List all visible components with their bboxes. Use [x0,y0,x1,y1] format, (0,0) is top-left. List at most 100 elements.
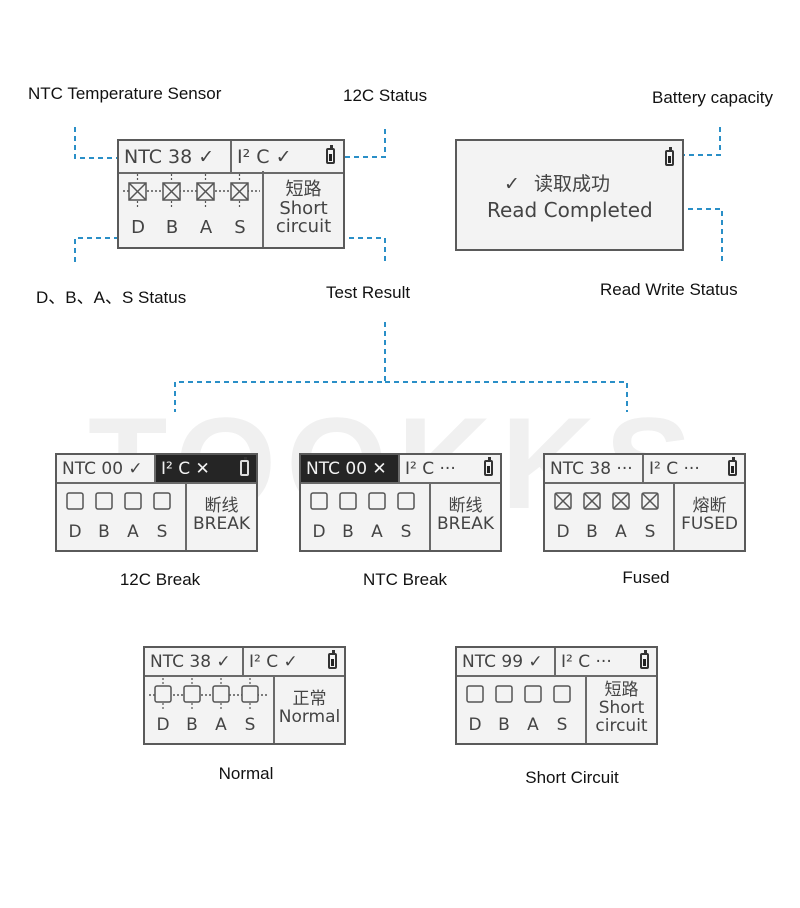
pin-b-square [339,492,357,510]
caption-ntc-break: NTC Break [362,570,448,589]
read-write-status-label: Read Write Status [600,280,738,299]
result-en-line1: Short [279,197,328,219]
ntc-reading: NTC 38 ··· [545,455,644,482]
pin-a-square [368,492,386,510]
i2c-reading: I² C ✕ [156,455,256,482]
pin-squares [310,492,415,510]
pin-label-b: B [186,715,198,735]
test-result-cell: 断线 BREAK [429,482,500,550]
pin-label-s: S [556,715,568,735]
pin-squares [466,685,571,703]
result-cn: 断线 [204,496,239,517]
pin-label-d: D [468,715,482,735]
i2c-reading: I² C ✓ [244,648,344,675]
battery-capacity-label: Battery capacity [652,88,773,107]
result-cn: 熔断 [692,496,727,517]
pin-label-b: B [586,522,598,542]
pin-label-b: B [165,217,179,238]
pin-label-s: S [244,715,256,735]
pin-label-s: S [644,522,656,542]
pin-label-b: B [498,715,510,735]
pin-squares [149,678,268,710]
pin-a-square [124,492,142,510]
ntc-sensor-label: NTC Temperature Sensor [28,84,222,103]
main-display-panel: NTC 38 ✓ I² C ✓ [117,139,345,249]
pin-label-a: A [127,522,139,542]
pin-label-d: D [556,522,570,542]
battery-icon [240,457,249,476]
i2c-reading: I² C ··· [644,455,744,482]
battery-icon [484,457,493,476]
caption-i2c-break: 12C Break [119,570,201,589]
pin-b-square [95,492,113,510]
caption-normal: Normal [218,764,274,783]
pin-s-square [241,685,259,703]
test-result-label: Test Result [326,283,411,302]
caption-short-circuit: Short Circuit [525,768,619,787]
result-en-line1: Short [598,698,645,719]
ntc-leader [74,127,120,159]
result-cn: 短路 [604,680,639,701]
i2c-reading: I² C ··· [400,455,500,482]
result-leader [340,237,386,262]
test-result-tree [174,322,386,412]
read-status-panel: ✓ 读取成功 Read Completed [455,139,684,251]
pin-s-square [397,492,415,510]
result-en: Normal [278,707,341,727]
pin-label-d: D [312,522,326,542]
result-cn: 短路 [285,178,322,200]
pin-label-d: D [156,715,170,735]
pin-a-square [524,685,542,703]
result-cn: 正常 [292,689,327,710]
i2c-reading: I² C ✓ [232,141,343,172]
ntc-reading: NTC 99 ✓ [457,648,556,675]
battery-icon [728,457,737,476]
read-status-cn-row: ✓ 读取成功 [504,169,610,196]
i2c-status-label: 12C Status [343,86,428,105]
pin-d-square [66,492,84,510]
pin-label-b: B [98,522,110,542]
pin-d-square [466,685,484,703]
pin-label-a: A [371,522,383,542]
result-en: BREAK [437,514,494,534]
ntc-reading: NTC 00 ✕ [301,455,400,482]
pin-label-s: S [156,522,168,542]
pin-label-a: A [199,217,213,238]
battery-icon [640,650,649,669]
pin-a-square [212,685,230,703]
pin-label-s: S [400,522,412,542]
pin-status-area: D B A S [119,171,264,247]
test-result-cell: 短路 Short circuit [262,171,343,247]
test-result-cell: 短路 Short circuit [585,675,656,743]
pin-d-square [310,492,328,510]
i2c-reading: I² C ··· [556,648,656,675]
test-result-cell: 熔断 FUSED [673,482,744,550]
ntc-reading: NTC 00 ✓ [57,455,156,482]
result-en: BREAK [193,514,250,534]
pin-squares [554,492,659,510]
pin-label-b: B [342,522,354,542]
pin-b-square [495,685,513,703]
pin-squares [66,492,171,510]
ntc-reading: NTC 38 ✓ [145,648,244,675]
pin-label-a: A [527,715,539,735]
i2c-leader [336,127,386,158]
dbas-status-label: D、B、A、S Status [36,288,187,307]
read-status-en: Read Completed [487,198,653,222]
pin-squares [123,174,260,209]
pin-label-a: A [615,522,627,542]
pin-label-d: D [131,217,145,238]
pin-label-a: A [215,715,227,735]
test-result-branch-right [385,381,628,412]
read-status-cn: 读取成功 [533,173,610,195]
pin-label-s: S [234,217,246,238]
battery-icon [328,650,337,669]
pin-s-square [153,492,171,510]
